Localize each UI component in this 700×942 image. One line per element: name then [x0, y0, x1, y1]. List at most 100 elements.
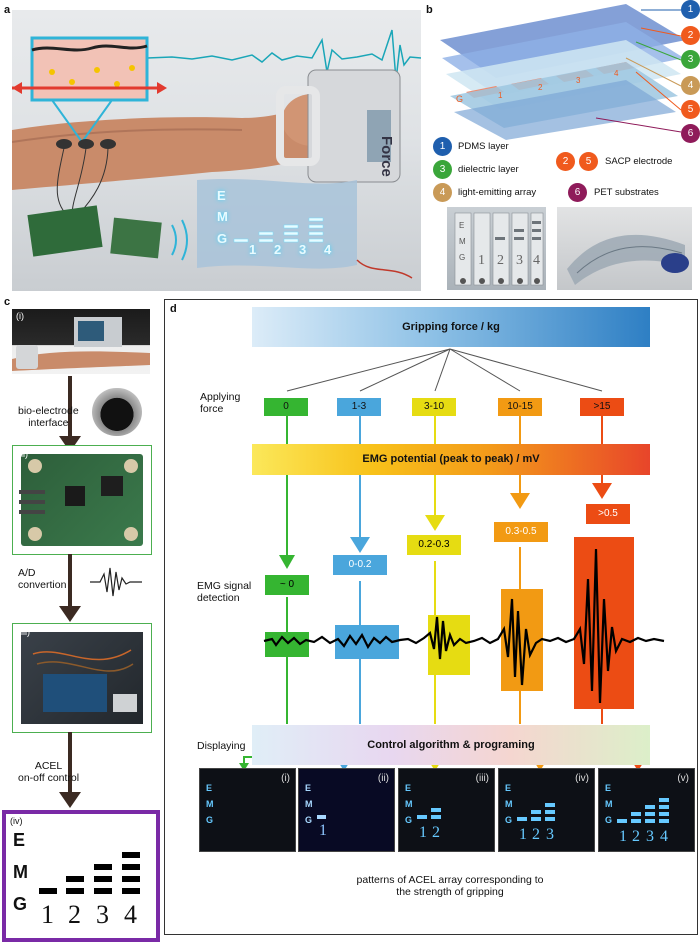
- panel-b-label: b: [426, 4, 433, 16]
- force-level-0: 0: [264, 398, 308, 416]
- legend-sacp: SACP electrode: [605, 156, 673, 167]
- step-iii-label: (iii): [18, 627, 30, 637]
- tile-iii-row-g: G: [405, 815, 412, 825]
- force-level-1-3: 1-3: [337, 398, 381, 416]
- tile-iv: (iv) E M G 1 2 3: [498, 768, 595, 852]
- acel-control-label: ACEL on-off control: [18, 760, 80, 784]
- photo-row-g: G: [459, 253, 466, 262]
- display-col-1: 1: [41, 900, 54, 929]
- legend-num-4: 4: [433, 183, 452, 202]
- panel-a-array-col-4: 4: [324, 242, 332, 257]
- electrode-1: [56, 139, 72, 149]
- tile-iii-row-m: M: [405, 799, 413, 809]
- emg-value-4: >0.5: [586, 504, 630, 524]
- panel-d-frame: [164, 299, 698, 935]
- layer-mark-g: G: [456, 94, 463, 104]
- emg-value-0: ~ 0: [265, 575, 309, 595]
- tile-v-pattern: E M G 1 2 3 4: [605, 783, 669, 845]
- panel-a-array-col-1: 1: [249, 242, 257, 257]
- force-level-10-15: 10-15: [498, 398, 542, 416]
- callout-1: 1: [681, 0, 700, 19]
- control-algorithm-bar: Control algorithm & programing: [252, 725, 650, 765]
- tile-i-row-g: G: [206, 815, 213, 825]
- gripping-force-bar: Gripping force / kg: [252, 307, 650, 347]
- emg-value-2: 0.2-0.3: [407, 535, 461, 555]
- ad-signal-icon: [90, 567, 142, 597]
- photo-row-m: M: [459, 237, 466, 246]
- tile-iv-num-1: 1: [519, 826, 527, 843]
- legend-num-2: 2: [556, 152, 575, 171]
- panel-a-array-col-3: 3: [299, 242, 307, 257]
- force-word: Force: [378, 136, 395, 177]
- tile-iv-num-3: 3: [546, 826, 554, 843]
- circuit-board-1: [27, 205, 103, 257]
- flexible-display: [197, 178, 357, 269]
- tile-iv-row-m: M: [505, 799, 513, 809]
- legend-dielectric: dielectric layer: [458, 164, 519, 175]
- legend-num-3: 3: [433, 160, 452, 179]
- legend-num-5: 5: [579, 152, 598, 171]
- tile-v: (v) E M G 1 2 3 4: [598, 768, 695, 852]
- panel-a-label: a: [4, 4, 11, 16]
- panel-b-layer-stack: G 1 2 3 4: [440, 4, 686, 140]
- panel-b-photo-array: E M G 1 2 3 4: [447, 207, 546, 290]
- flow-arrow-2: [59, 554, 81, 622]
- panel-b-photo-bending: [557, 207, 692, 290]
- applying-force-label: Applying force: [200, 391, 241, 415]
- step-iv-label: (iv): [10, 816, 23, 826]
- photo-col-3: 3: [516, 253, 523, 268]
- panel-a-array-bars: [233, 217, 324, 243]
- panel-a-illustration: Force: [12, 29, 421, 279]
- panel-a-array-row-e: E: [217, 188, 226, 203]
- panel-a-photo: Force E M G 1 2 3 4: [12, 10, 421, 291]
- tile-iii-num-1: 1: [419, 824, 427, 841]
- tile-iv-label: (iv): [575, 773, 589, 784]
- display-row-m: M: [13, 862, 28, 882]
- tile-i-pattern: E M G: [206, 783, 214, 825]
- flow-arrow-3: [59, 732, 81, 808]
- display-bars: [39, 852, 140, 894]
- layer-num-3: 3: [576, 76, 581, 85]
- callout-6: 6: [681, 124, 700, 143]
- tile-iii-num-2: 2: [432, 824, 440, 841]
- electrode-photo: [92, 388, 142, 436]
- tile-ii-label: (ii): [377, 773, 389, 784]
- ad-convertion-label: A/D convertion: [18, 567, 67, 591]
- panel-c-label: c: [4, 296, 11, 308]
- emg-potential-bar: EMG potential (peak to peak) / mV: [252, 444, 650, 475]
- tile-i-row-m: M: [206, 799, 214, 809]
- photo-col-4: 4: [533, 253, 540, 268]
- tile-v-num-2: 2: [632, 828, 640, 845]
- tile-ii-row-m: M: [305, 799, 313, 809]
- tile-iv-num-2: 2: [532, 826, 540, 843]
- legend-num-1: 1: [433, 137, 452, 156]
- tile-iii-label: (iii): [475, 773, 489, 784]
- tile-i-row-e: E: [206, 783, 212, 793]
- tile-ii-num-1: 1: [319, 822, 327, 839]
- tile-v-num-4: 4: [660, 828, 668, 845]
- tile-iii: (iii) E M G 1 2: [398, 768, 495, 852]
- display-row-g: G: [13, 894, 28, 914]
- layer-num-2: 2: [538, 83, 543, 92]
- flow-arrow-1: [59, 376, 81, 452]
- photo-col-1: 1: [478, 253, 485, 268]
- tile-v-row-g: G: [605, 815, 612, 825]
- display-col-3: 3: [96, 900, 109, 929]
- tile-iv-row-g: G: [505, 815, 512, 825]
- callout-4: 4: [681, 76, 700, 95]
- tile-ii-row-g: G: [305, 815, 312, 825]
- tile-iv-pattern: E M G 1 2 3: [505, 783, 555, 843]
- force-level-over-15: >15: [580, 398, 624, 416]
- step-i-photo: (i): [12, 309, 150, 374]
- emg-waveform: [263, 548, 665, 704]
- callout-5: 5: [681, 100, 700, 119]
- tile-v-row-e: E: [605, 783, 611, 793]
- tile-v-num-3: 3: [646, 828, 654, 845]
- acel-caption: patterns of ACEL array corresponding to …: [356, 874, 544, 898]
- callout-3: 3: [681, 50, 700, 69]
- legend-pet: PET substrates: [594, 187, 659, 198]
- legend-pdms: PDMS layer: [458, 141, 509, 152]
- tile-ii-row-e: E: [305, 783, 311, 793]
- step-ii-label: (ii): [18, 449, 28, 459]
- layer-num-4: 4: [614, 69, 619, 78]
